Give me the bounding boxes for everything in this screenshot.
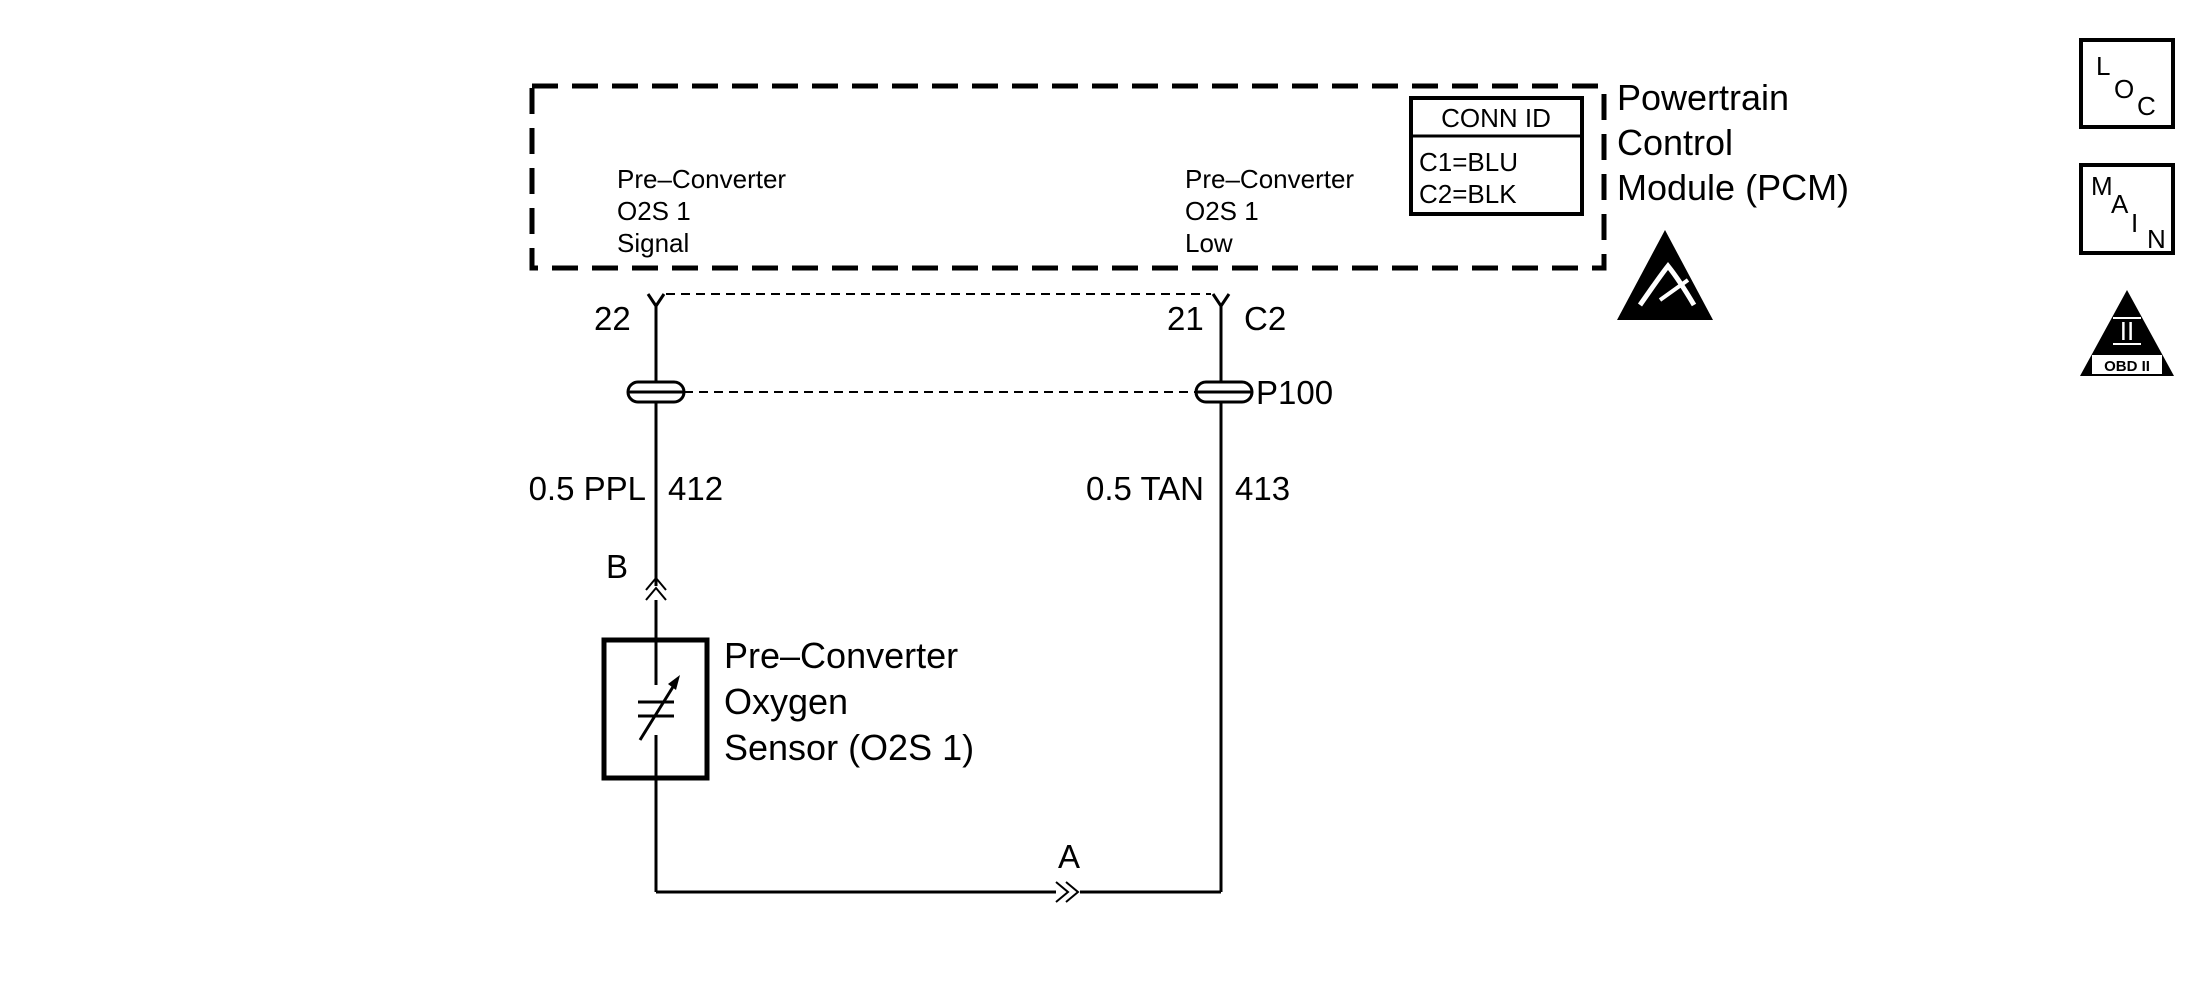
pcm-name-line-2: Control	[1617, 122, 1733, 163]
sensor-name-line-2: Oxygen	[724, 681, 848, 722]
shield-connector-label: P100	[1256, 374, 1333, 411]
pcm-name-line-1: Powertrain	[1617, 77, 1789, 118]
obd-ii-icon: II OBD II	[2080, 290, 2174, 376]
signal-label-line-1: Pre–Converter	[617, 164, 786, 194]
svg-text:II: II	[2120, 316, 2134, 346]
svg-text:OBD II: OBD II	[2104, 358, 2150, 375]
terminal-a-connector	[1055, 881, 1080, 903]
terminal-a-label: A	[1058, 838, 1080, 875]
sensor-name-line-3: Sensor (O2S 1)	[724, 727, 974, 768]
wire-412-circuit: 412	[668, 470, 723, 507]
pin-22-label: 22	[594, 300, 631, 337]
low-label-line-3: Low	[1185, 228, 1233, 258]
svg-text:M: M	[2091, 171, 2113, 201]
variable-resistor-icon	[638, 640, 680, 778]
svg-text:A: A	[2111, 189, 2129, 219]
low-label-line-2: O2S 1	[1185, 196, 1259, 226]
pin-22-terminal	[646, 293, 666, 309]
pcm-module-outline	[529, 83, 1607, 271]
esd-warning-icon	[1617, 230, 1713, 320]
connector-c2-label: C2	[1244, 300, 1286, 337]
pcm-name-line-3: Module (PCM)	[1617, 167, 1849, 208]
svg-text:O: O	[2114, 74, 2134, 104]
pin-21-terminal	[1211, 293, 1231, 309]
low-label-line-1: Pre–Converter	[1185, 164, 1354, 194]
main-icon: M A I N	[2079, 163, 2175, 255]
wire-412-gauge-color: 0.5 PPL	[529, 470, 646, 507]
signal-label-line-3: Signal	[617, 228, 689, 258]
sensor-name-line-1: Pre–Converter	[724, 635, 958, 676]
terminal-b-label: B	[606, 548, 628, 585]
wire-413-gauge-color: 0.5 TAN	[1086, 470, 1204, 507]
svg-text:C: C	[2137, 91, 2156, 121]
terminal-b-connector	[645, 576, 667, 601]
conn-id-c1: C1=BLU	[1419, 147, 1518, 177]
loc-icon: L O C	[2079, 38, 2175, 129]
svg-text:I: I	[2131, 208, 2138, 238]
shield-connector-right	[1194, 380, 1254, 404]
shield-connector-left	[626, 380, 686, 404]
conn-id-box: CONN ID C1=BLU C2=BLK	[1409, 96, 1584, 216]
conn-id-title: CONN ID	[1441, 103, 1551, 133]
signal-label-line-2: O2S 1	[617, 196, 691, 226]
pin-21-label: 21	[1167, 300, 1204, 337]
conn-id-c2: C2=BLK	[1419, 179, 1517, 209]
wire-413-circuit: 413	[1235, 470, 1290, 507]
svg-text:L: L	[2096, 51, 2110, 81]
svg-text:N: N	[2147, 224, 2166, 254]
